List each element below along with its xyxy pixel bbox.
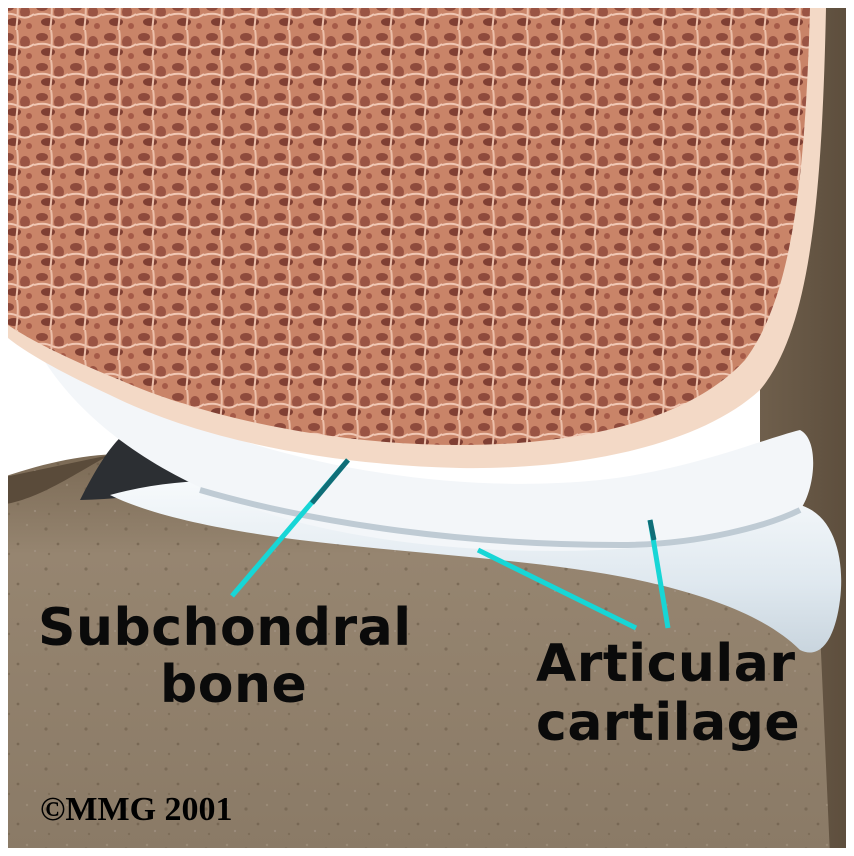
articular-cartilage-label-line2: cartilage: [536, 693, 800, 753]
cancellous-bone: [8, 8, 810, 445]
articular-cartilage-label-line1: Articular: [536, 634, 795, 694]
subchondral-bone-label-line2: bone: [160, 655, 307, 715]
copyright-notice: ©MMG 2001: [40, 791, 233, 829]
subchondral-bone-label-line1: Subchondral: [38, 598, 412, 658]
